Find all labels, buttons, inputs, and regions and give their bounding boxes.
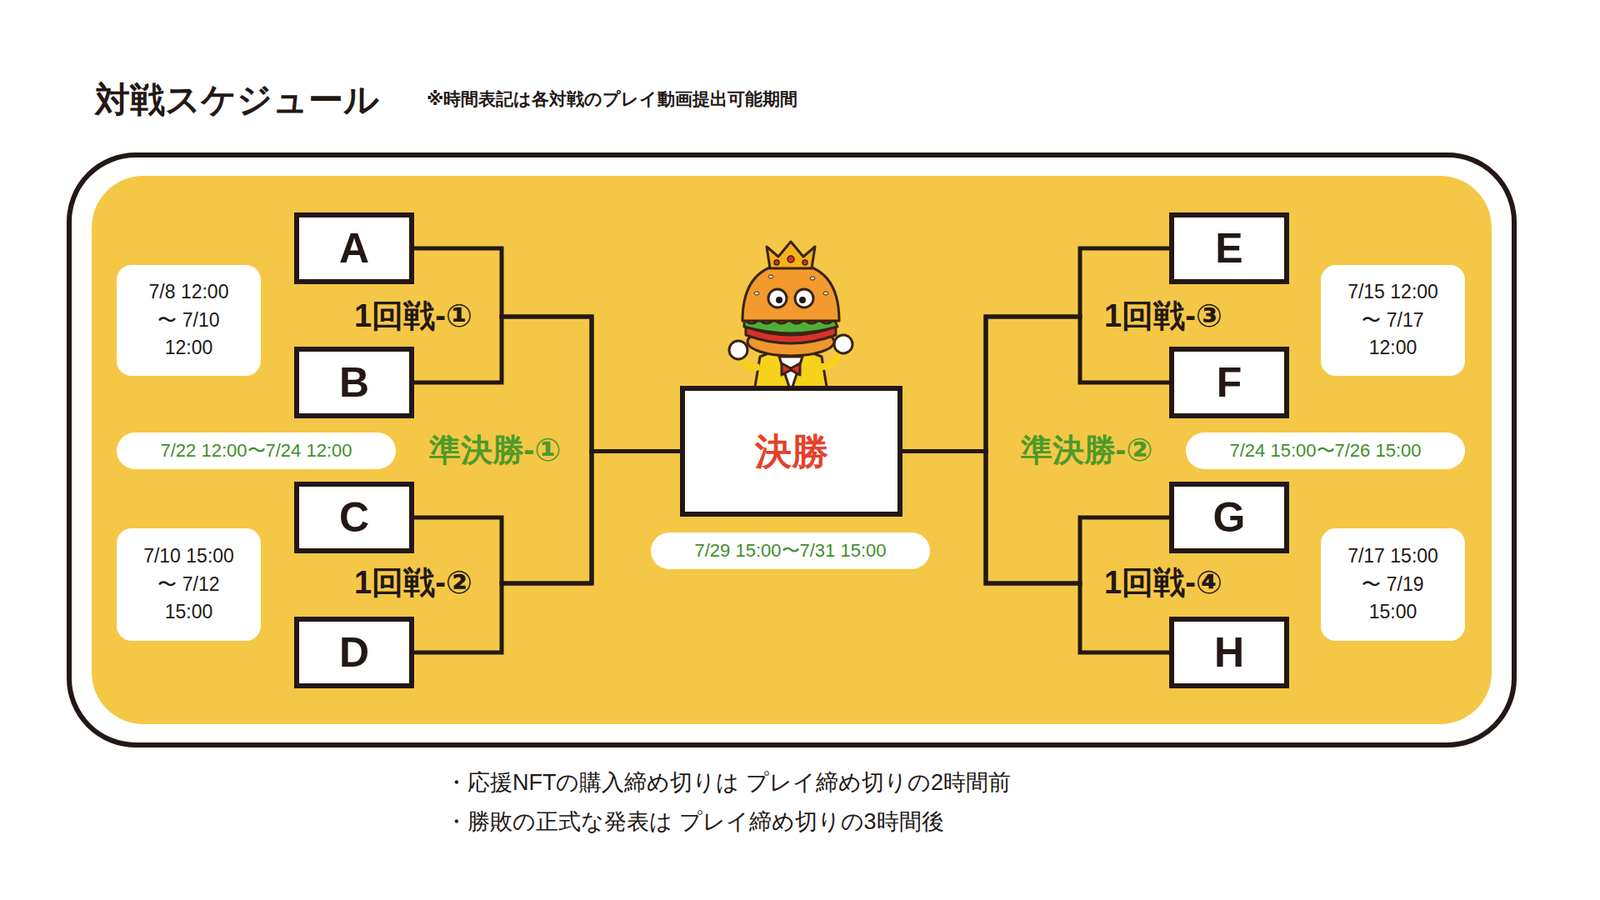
team-box: B bbox=[294, 346, 415, 419]
date-pill: 7/29 15:00〜7/31 15:00 bbox=[650, 532, 930, 570]
node-text: 決勝 bbox=[755, 433, 829, 470]
bracket-line bbox=[902, 316, 1170, 452]
node-text: 7/15 12:00 〜 7/17 12:00 bbox=[1345, 278, 1442, 362]
team-box: E bbox=[1169, 212, 1290, 285]
team-box: F bbox=[1169, 346, 1290, 419]
date-box: 7/10 15:00 〜 7/12 15:00 bbox=[116, 528, 261, 641]
team-box: D bbox=[294, 616, 415, 689]
round-label: 1回戦-① bbox=[354, 299, 473, 335]
node-text: 7/24 15:00〜7/26 15:00 bbox=[1230, 441, 1422, 460]
team-box: G bbox=[1169, 481, 1290, 554]
date-pill: 7/24 15:00〜7/26 15:00 bbox=[1185, 432, 1465, 470]
node-text: 7/8 12:00 〜 7/10 12:00 bbox=[140, 278, 238, 362]
node-text: A bbox=[339, 227, 370, 270]
round-label: 1回戦-② bbox=[354, 565, 473, 601]
round-label: 準決勝-① bbox=[429, 433, 562, 469]
node-text: F bbox=[1216, 361, 1243, 404]
date-box: 7/8 12:00 〜 7/10 12:00 bbox=[116, 265, 261, 376]
node-text: G bbox=[1213, 496, 1246, 539]
bracket-line bbox=[414, 451, 680, 585]
node-text: E bbox=[1215, 227, 1243, 270]
bracket-panel bbox=[91, 175, 1492, 725]
title: 対戦スケジュール bbox=[95, 80, 380, 120]
node-text: B bbox=[339, 361, 370, 404]
mascot-illustration bbox=[729, 241, 853, 392]
node-text: 7/22 12:00〜7/24 12:00 bbox=[160, 441, 353, 460]
node-text: D bbox=[339, 631, 370, 674]
footnote: ・勝敗の正式な発表は プレイ締め切りの3時間後 bbox=[445, 810, 945, 835]
bracket-line bbox=[414, 248, 680, 452]
team-box: H bbox=[1169, 616, 1290, 689]
final-box: 決勝 bbox=[680, 385, 903, 517]
node-text: 7/10 15:00 〜 7/12 15:00 bbox=[140, 542, 238, 626]
bracket-line bbox=[902, 451, 1170, 585]
node-text: C bbox=[339, 496, 370, 539]
round-label: 準決勝-② bbox=[1020, 433, 1154, 469]
bracket-line bbox=[902, 451, 1170, 654]
date-pill: 7/22 12:00〜7/24 12:00 bbox=[116, 432, 396, 470]
bracket-line bbox=[414, 316, 680, 452]
node-text: 7/29 15:00〜7/31 15:00 bbox=[695, 541, 887, 560]
node-text: 7/17 15:00 〜 7/19 15:00 bbox=[1345, 542, 1442, 626]
team-box: C bbox=[294, 481, 415, 554]
outer-frame bbox=[69, 155, 1515, 745]
bracket-line bbox=[414, 451, 680, 654]
round-label: 1回戦-④ bbox=[1104, 565, 1223, 601]
date-box: 7/17 15:00 〜 7/19 15:00 bbox=[1320, 528, 1465, 641]
team-box: A bbox=[294, 212, 415, 285]
date-box: 7/15 12:00 〜 7/17 12:00 bbox=[1320, 265, 1465, 376]
footnote: ・応援NFTの購入締め切りは プレイ締め切りの2時間前 bbox=[445, 770, 1011, 796]
bracket-line bbox=[902, 248, 1170, 452]
note: ※時間表記は各対戦のプレイ動画提出可能期間 bbox=[426, 89, 798, 109]
round-label: 1回戦-③ bbox=[1104, 299, 1223, 335]
node-text: H bbox=[1214, 631, 1245, 674]
